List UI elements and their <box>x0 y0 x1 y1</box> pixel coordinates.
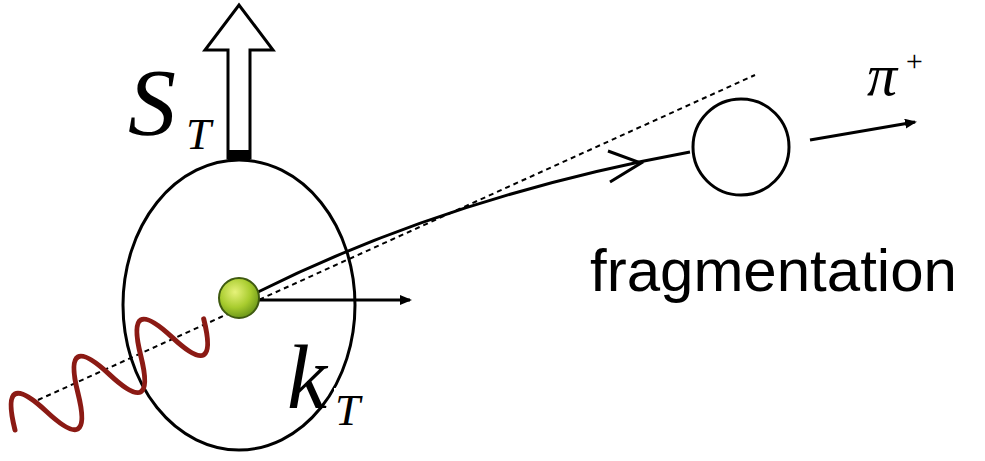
momentum-symbol: k <box>287 333 327 423</box>
momentum-subscript: T <box>334 388 361 433</box>
pion-arrow <box>810 122 915 140</box>
proton-outline <box>123 160 355 450</box>
pion-charge: + <box>904 46 924 76</box>
spin-subscript: T <box>186 112 211 157</box>
spin-arrow-base <box>228 150 250 160</box>
quark-dot <box>219 278 259 318</box>
spin-arrow <box>205 5 273 158</box>
track-open-arrowhead <box>608 151 641 182</box>
kt-arrow <box>258 299 410 302</box>
photon-wave <box>0 292 219 457</box>
pion-symbol: π <box>867 45 897 105</box>
fragmentation-label: fragmentation <box>590 241 957 301</box>
fragmentation-circle <box>693 99 789 195</box>
spin-symbol: S <box>128 55 176 151</box>
